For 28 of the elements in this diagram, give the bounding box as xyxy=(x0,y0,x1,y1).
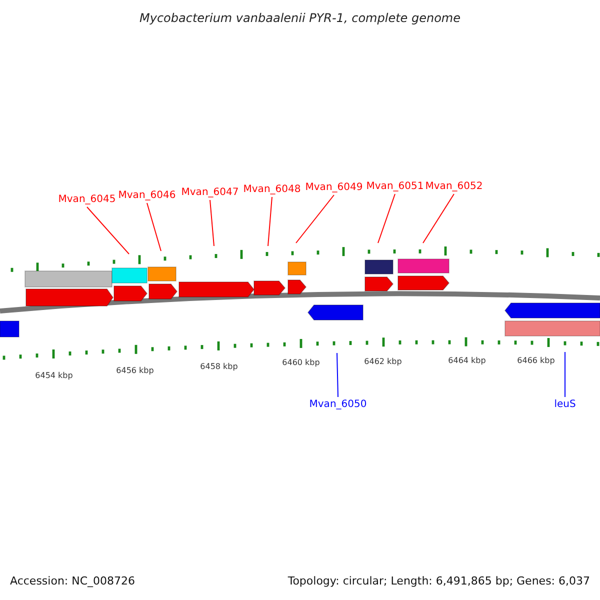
gene-label: Mvan_6047 xyxy=(181,188,239,198)
leader-line xyxy=(564,352,566,398)
gene-label: Mvan_6048 xyxy=(243,185,301,195)
scale-label: 6454 kbp xyxy=(35,372,73,380)
scale-label: 6456 kbp xyxy=(116,367,154,375)
scale-label: 6458 kbp xyxy=(200,363,238,371)
leader-line xyxy=(146,202,162,252)
gene-label: Mvan_6046 xyxy=(118,191,176,201)
scale-label: 6464 kbp xyxy=(448,357,486,365)
leader-line xyxy=(210,200,214,246)
gene-label: Mvan_6045 xyxy=(58,195,116,205)
leader-line xyxy=(378,194,396,244)
gene-label: leuS xyxy=(554,400,576,410)
leader-line xyxy=(296,194,334,244)
accession-label: Accession: NC_008726 xyxy=(10,576,136,586)
genome-info-label: Topology: circular; Length: 6,491,865 bp; Genes: 6,037 xyxy=(288,576,590,586)
leader-line xyxy=(336,352,338,398)
scale-label: 6460 kbp xyxy=(282,359,320,367)
scale-label: 6462 kbp xyxy=(364,358,402,366)
map-title: Mycobacterium vanbaalenii PYR-1, complete genome xyxy=(140,12,460,24)
gene-label: Mvan_6050 xyxy=(309,400,367,410)
leader-line xyxy=(86,206,130,254)
leader-line xyxy=(268,196,272,246)
gene-label: Mvan_6051 xyxy=(366,182,424,192)
leader-line xyxy=(422,194,454,244)
gene-label: Mvan_6049 xyxy=(305,183,363,193)
scale-label: 6466 kbp xyxy=(517,357,555,365)
gene-label: Mvan_6052 xyxy=(425,182,483,192)
